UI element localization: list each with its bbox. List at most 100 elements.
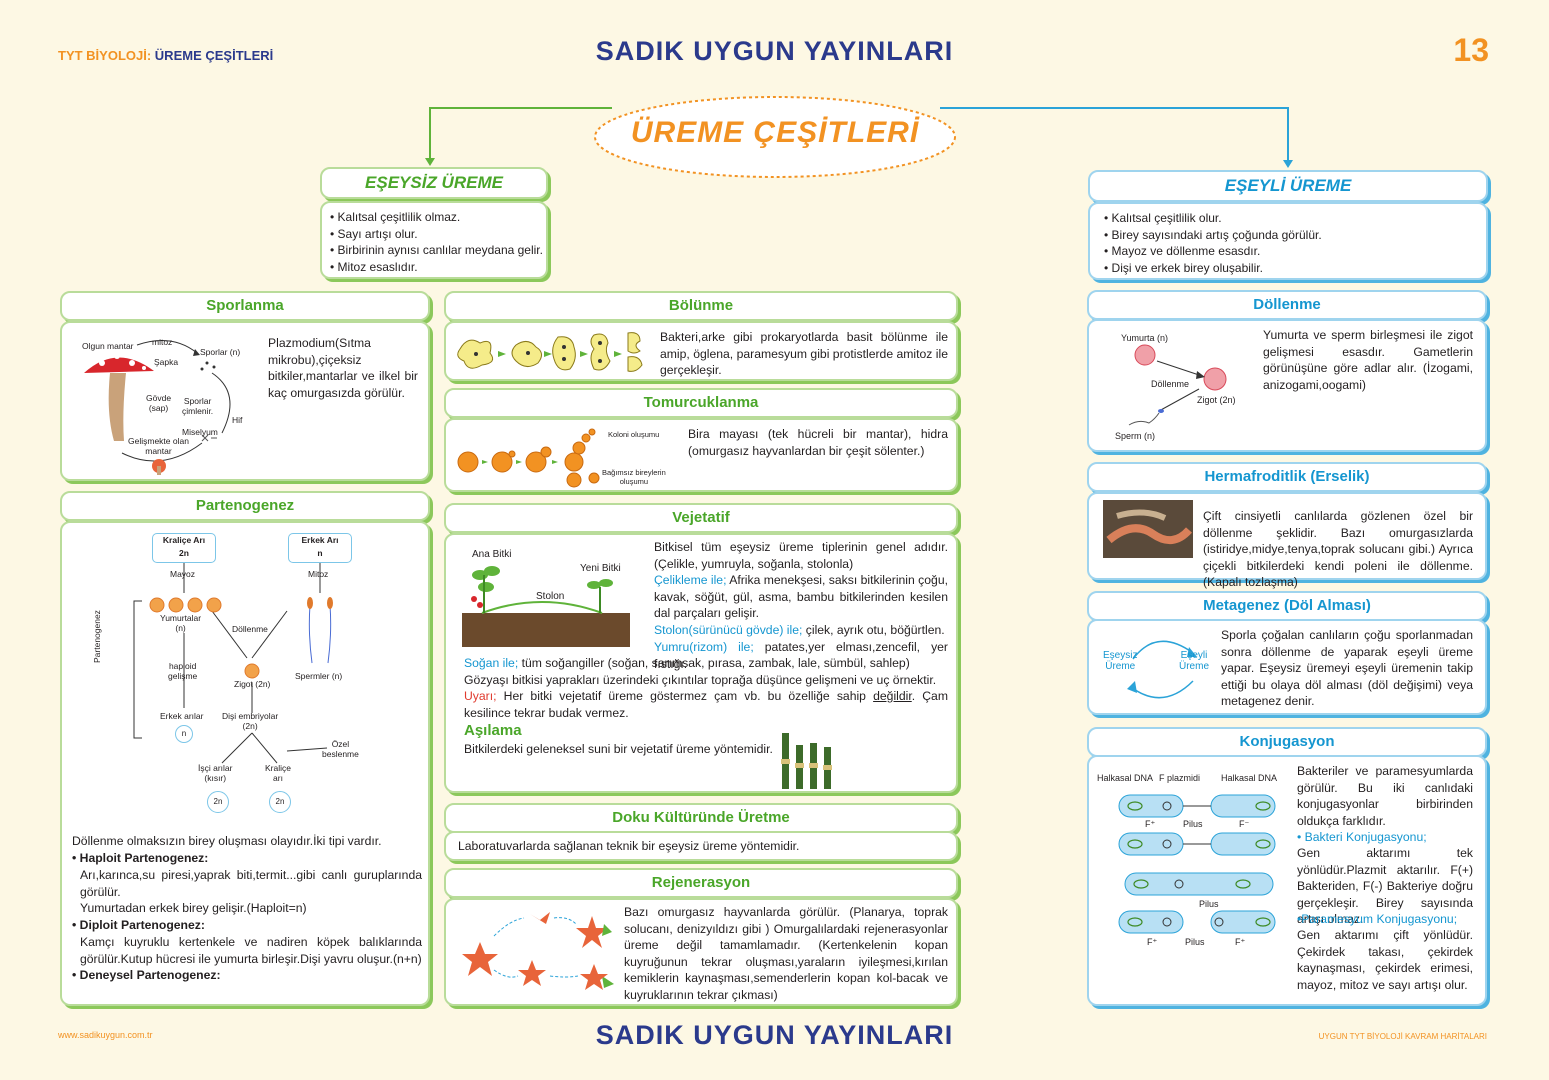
label-bagimsiz: Bağımsız bireylerin oluşumu bbox=[602, 468, 666, 486]
vejetatif-stolon: Stolon(sürünücü gövde) ile; çilek, ayrık… bbox=[654, 623, 945, 637]
vejetatif-intro: Bitkisel tüm eşeysiz üreme tiplerinin ge… bbox=[654, 540, 948, 571]
vejetatif-uyari: Uyarı; Her bitki vejetatif üreme gösterm… bbox=[464, 689, 948, 720]
label-yeni-bitki: Yeni Bitki bbox=[580, 563, 621, 574]
label-sapka: Şapka bbox=[154, 357, 179, 367]
label-sperm: Sperm (n) bbox=[1115, 431, 1156, 441]
diploit-text: Kamçı kuyruklu kertenkele ve nadiren köp… bbox=[80, 935, 422, 966]
kralice-2n-circle: 2n bbox=[269, 791, 291, 813]
vejetatif-sogan: Soğan ile; tüm soğangiller (soğan, sarım… bbox=[464, 656, 910, 670]
label-zigot: Zigot (2n) bbox=[1197, 395, 1236, 405]
rejenerasyon-title: Rejenerasyon bbox=[444, 868, 958, 898]
label-zigot: Zigot (2n) bbox=[234, 679, 271, 689]
metagenez-cycle bbox=[1127, 640, 1197, 699]
metagenez-card: Eşeysiz Üreme Eşeyli Üreme Sporla çoğala… bbox=[1087, 619, 1487, 715]
label-mayoz: Mayoz bbox=[170, 569, 196, 579]
eseysiz-title: EŞEYSİZ ÜREME bbox=[320, 167, 548, 199]
label-spermler: Spermler (n) bbox=[295, 671, 343, 681]
erkek-box: Erkek Arı n bbox=[288, 533, 352, 563]
vejetatif-celikle: Çelikleme ile; Afrika menekşesi, saksı b… bbox=[654, 573, 948, 621]
bolunme-title: Bölünme bbox=[444, 291, 958, 321]
amoeba-division-diagram bbox=[457, 332, 643, 372]
label-fplus-3: F⁺ bbox=[1235, 937, 1246, 947]
paramesyum-konjugasyon-title: •Paramesyum Konjugasyonu; bbox=[1297, 912, 1458, 926]
doku-text: Laboratuvarlarda sağlanan teknik bir eşe… bbox=[458, 839, 800, 853]
eseyli-card: Kalıtsal çeşitlilik olur. Birey sayısınd… bbox=[1088, 202, 1488, 280]
label-ozel-beslenme: Özel beslenme bbox=[322, 739, 359, 759]
erkek-ploidy: n bbox=[317, 548, 323, 558]
label-yumurtalar: Yumurtalar (n) bbox=[160, 613, 202, 633]
label-stolon: Stolon bbox=[536, 591, 565, 602]
stolon-plant-diagram bbox=[462, 566, 630, 647]
label-dollenme: Döllenme bbox=[1151, 379, 1190, 389]
vejetatif-card: Ana Bitki Yeni Bitki Stolon Bitkisel tüm… bbox=[444, 533, 958, 793]
doku-title: Doku Kültüründe Üretme bbox=[444, 803, 958, 833]
haploit-text1: Arı,karınca,su piresi,yaprak biti,termit… bbox=[80, 868, 422, 899]
label-partenogenez-side: Partenogenez bbox=[92, 610, 102, 663]
label-hif: Hif bbox=[232, 415, 243, 425]
main-title-cloud: ÜREME ÇEŞİTLERİ bbox=[590, 92, 960, 182]
label-mitoz: Mitoz bbox=[308, 569, 329, 579]
label-halkasal-1: Halkasal DNA bbox=[1097, 773, 1154, 783]
eseysiz-point: Kalıtsal çeşitlilik olmaz. bbox=[330, 209, 545, 226]
dollenme-card: Yumurta (n) Döllenme Zigot (2n) Sperm (n… bbox=[1087, 319, 1487, 452]
footer-brand: SADIK UYGUN YAYINLARI bbox=[595, 1020, 954, 1050]
haploit-text2: Yumurtadan erkek birey gelişir.(Haploit=… bbox=[80, 901, 307, 915]
header-subject: TYT BİYOLOJİ: ÜREME ÇEŞİTLERİ bbox=[58, 48, 274, 63]
label-dollenme: Döllenme bbox=[232, 624, 268, 634]
kralice-box: Kraliçe Arı 2n bbox=[152, 533, 216, 563]
label-sporlar: Sporlar (n) bbox=[200, 347, 241, 357]
page-number: 13 bbox=[1453, 32, 1489, 68]
eseyli-point: Kalıtsal çeşitlilik olur. bbox=[1104, 210, 1484, 227]
bee-diagram-lines bbox=[133, 563, 333, 764]
partenogenez-card: Kraliçe Arı 2n Erkek Arı n Mayoz Mitoz Yum… bbox=[60, 521, 430, 1006]
header-topic: ÜREME ÇEŞİTLERİ bbox=[154, 48, 274, 63]
yeast-budding-diagram bbox=[457, 428, 600, 488]
eseyli-point: Birey sayısındaki artış çoğunda görülür. bbox=[1104, 227, 1484, 244]
grafting-icon bbox=[781, 733, 832, 789]
eseyli-title: EŞEYLİ ÜREME bbox=[1088, 170, 1488, 202]
partenogenez-title: Partenogenez bbox=[60, 491, 430, 521]
haploit-title: • Haploit Partenogenez: bbox=[72, 851, 209, 865]
tomurcuklanma-card: Koloni oluşumu Bağımsız bireylerin oluşu… bbox=[444, 418, 958, 492]
dollenme-title: Döllenme bbox=[1087, 290, 1487, 320]
paramesyum-konjugasyon-text: Gen aktarımı çift yönlüdür. Çekirdek tak… bbox=[1297, 928, 1473, 992]
konjugasyon-card: Halkasal DNA F plazmidi Halkasal DNA Pil… bbox=[1087, 755, 1487, 1006]
konjugasyon-intro: Bakteriler ve paramesyumlarda görülür. B… bbox=[1297, 764, 1473, 828]
erkek-label: Erkek Arı bbox=[301, 535, 339, 545]
label-mitoz: mitoz bbox=[152, 337, 173, 347]
label-eseyli-ureme: Eşeyli Üreme bbox=[1179, 650, 1210, 672]
label-isci: İşçi arılar (kısır) bbox=[198, 763, 233, 783]
label-fplus: F⁺ bbox=[1145, 819, 1156, 829]
vejetatif-yumru: Yumru(rizom) ile; patates,yer elması,zen… bbox=[654, 640, 948, 671]
label-fplazmid: F plazmidi bbox=[1159, 773, 1201, 783]
label-pilus-3: Pilus bbox=[1185, 937, 1205, 947]
label-koloni: Koloni oluşumu bbox=[608, 430, 660, 439]
sporlanma-title: Sporlanma bbox=[60, 291, 430, 321]
partenogenez-intro: Döllenme olmaksızın birey oluşması olayı… bbox=[72, 834, 382, 848]
konjugasyon-title: Konjugasyon bbox=[1087, 727, 1487, 757]
label-miselyum: Miselyum bbox=[182, 427, 218, 437]
label-cimlenir: Sporlar çimlenir. bbox=[182, 396, 214, 416]
label-pilus-2: Pilus bbox=[1199, 899, 1219, 909]
label-erkek-arilar: Erkek arılar bbox=[160, 711, 204, 721]
kralice-ploidy: 2n bbox=[179, 548, 189, 558]
main-title: ÜREME ÇEŞİTLERİ bbox=[630, 116, 920, 149]
label-olgun-mantar: Olgun mantar bbox=[82, 341, 134, 351]
label-disi-embriyolar: Dişi embriyolar (2n) bbox=[222, 711, 279, 731]
footer-website[interactable]: www.sadikuygun.com.tr bbox=[58, 1030, 153, 1040]
eseysiz-card: Kalıtsal çeşitlilik olmaz. Sayı artışı o… bbox=[320, 201, 548, 279]
sporlanma-text: Plazmodium(Sıtma mikrobu),çiçeksiz bitki… bbox=[268, 336, 418, 400]
rejenerasyon-card: Bazı omurgasız hayvanlarda görülür. (Pla… bbox=[444, 898, 958, 1006]
bacterial-conjugation-diagram bbox=[1118, 794, 1276, 934]
hermafrodit-title: Hermafroditlik (Erselik) bbox=[1087, 462, 1487, 492]
sporlanma-card: Olgun mantar mitoz Şapka Sporlar (n) Göv… bbox=[60, 321, 430, 481]
kralice-label: Kraliçe Arı bbox=[162, 535, 206, 545]
asilama-title: Aşılama bbox=[464, 722, 522, 739]
label-ana-bitki: Ana Bitki bbox=[472, 549, 512, 560]
eseysiz-point: Mitoz esaslıdır. bbox=[330, 259, 545, 276]
diploit-title: • Diploit Partenogenez: bbox=[72, 918, 205, 932]
deneysel-title: • Deneysel Partenogenez: bbox=[72, 968, 221, 982]
hermafrodit-card: Çift cinsiyetli canlılarda gözlenen özel… bbox=[1087, 492, 1487, 589]
bolunme-card: Bakteri,arke gibi prokaryotlarda basit b… bbox=[444, 321, 958, 381]
label-gelisen: Gelişmekte olan mantar bbox=[128, 436, 189, 456]
